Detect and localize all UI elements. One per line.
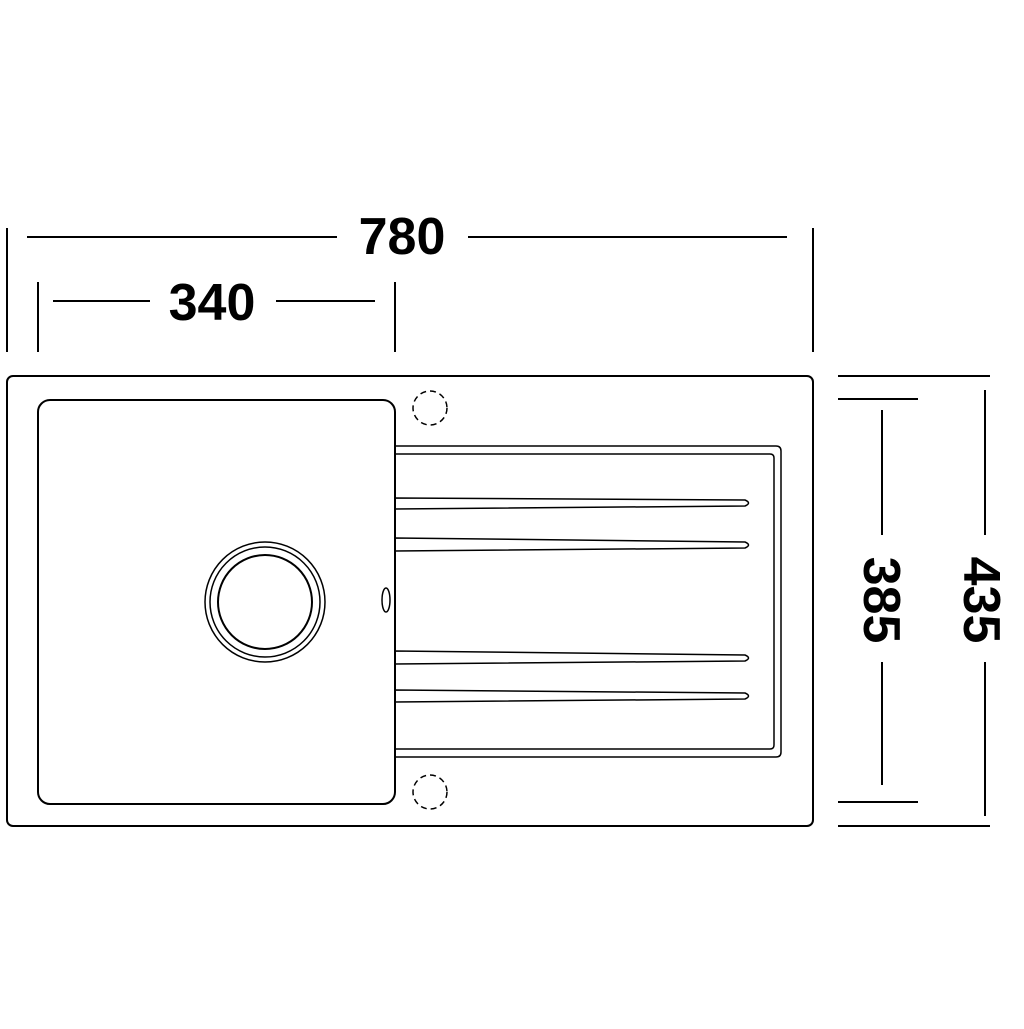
sink-body	[6, 375, 814, 827]
drain-outer-ring	[204, 541, 326, 663]
main-bowl	[37, 399, 396, 805]
bowl-depth-label: 385	[852, 557, 910, 644]
overall-width-dimension: 780	[6, 208, 814, 352]
overall-width-label: 780	[359, 208, 446, 266]
drainer-inner-edge	[395, 453, 775, 750]
drain-inner-ring	[217, 554, 313, 650]
drain-waste	[204, 541, 326, 663]
tap-hole-bottom	[412, 774, 448, 810]
drainer-rib-3	[394, 650, 750, 665]
drain-ring-2	[209, 546, 321, 658]
sink-outer-edge	[6, 375, 814, 827]
drainer-rib-2	[394, 537, 750, 552]
tap-hole-top	[412, 390, 448, 426]
bowl-depth-dimension: 385	[838, 398, 918, 803]
overflow-slot	[381, 587, 391, 613]
overall-depth-label: 435	[952, 557, 1010, 644]
drainer-outer-edge	[395, 445, 782, 758]
drainer-rib-1	[394, 497, 750, 510]
bowl-width-dimension: 340	[37, 274, 396, 352]
drainer-rib-4	[394, 689, 750, 703]
bowl-width-label: 340	[169, 274, 256, 332]
overall-depth-dimension: 435	[838, 375, 1010, 827]
drainer	[394, 445, 782, 758]
